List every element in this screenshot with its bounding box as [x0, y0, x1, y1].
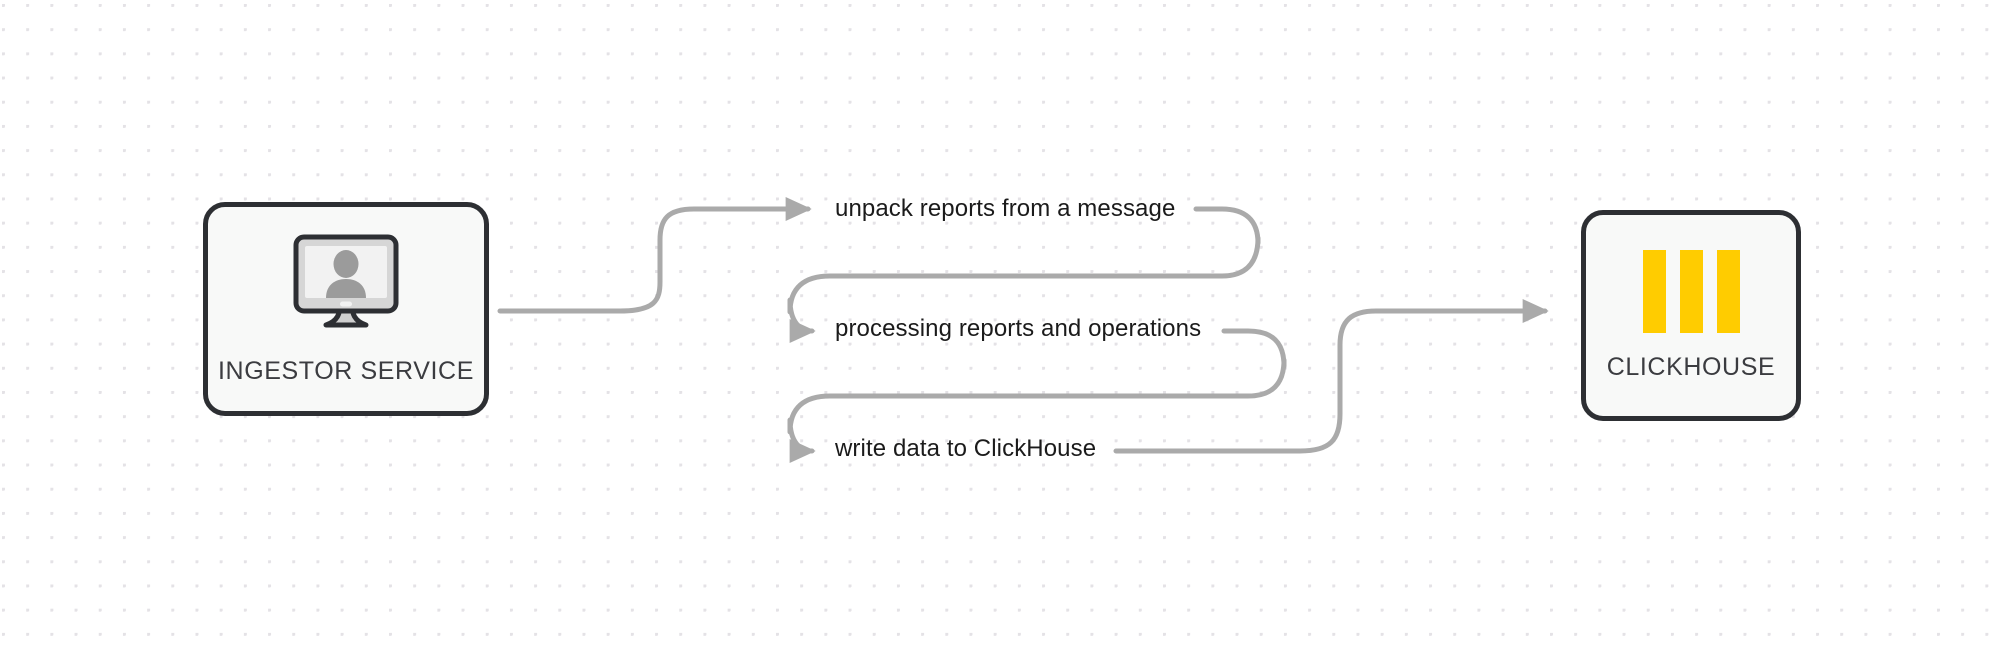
- node-clickhouse-label: CLICKHOUSE: [1606, 352, 1776, 381]
- edge-step2-to-step3: [787, 328, 1287, 463]
- node-clickhouse[interactable]: CLICKHOUSE: [1581, 210, 1801, 421]
- edge-label-processing-reports: processing reports and operations: [835, 315, 1202, 342]
- clickhouse-bar-3: [1716, 249, 1740, 333]
- clickhouse-bar-2: [1679, 249, 1703, 333]
- node-ingestor-service-label: INGESTOR SERVICE: [218, 356, 474, 385]
- edge-ingestor-to-step1: [497, 197, 812, 314]
- node-ingestor-service[interactable]: INGESTOR SERVICE: [203, 202, 489, 416]
- edge-label-write-data: write data to ClickHouse: [835, 435, 1097, 462]
- monitor-user-icon: [290, 233, 402, 337]
- clickhouse-bars-icon: [1642, 249, 1740, 333]
- edge-label-unpack-reports: unpack reports from a message: [835, 195, 1176, 222]
- edge-step1-to-step2: [787, 206, 1261, 343]
- clickhouse-bar-1: [1642, 249, 1666, 333]
